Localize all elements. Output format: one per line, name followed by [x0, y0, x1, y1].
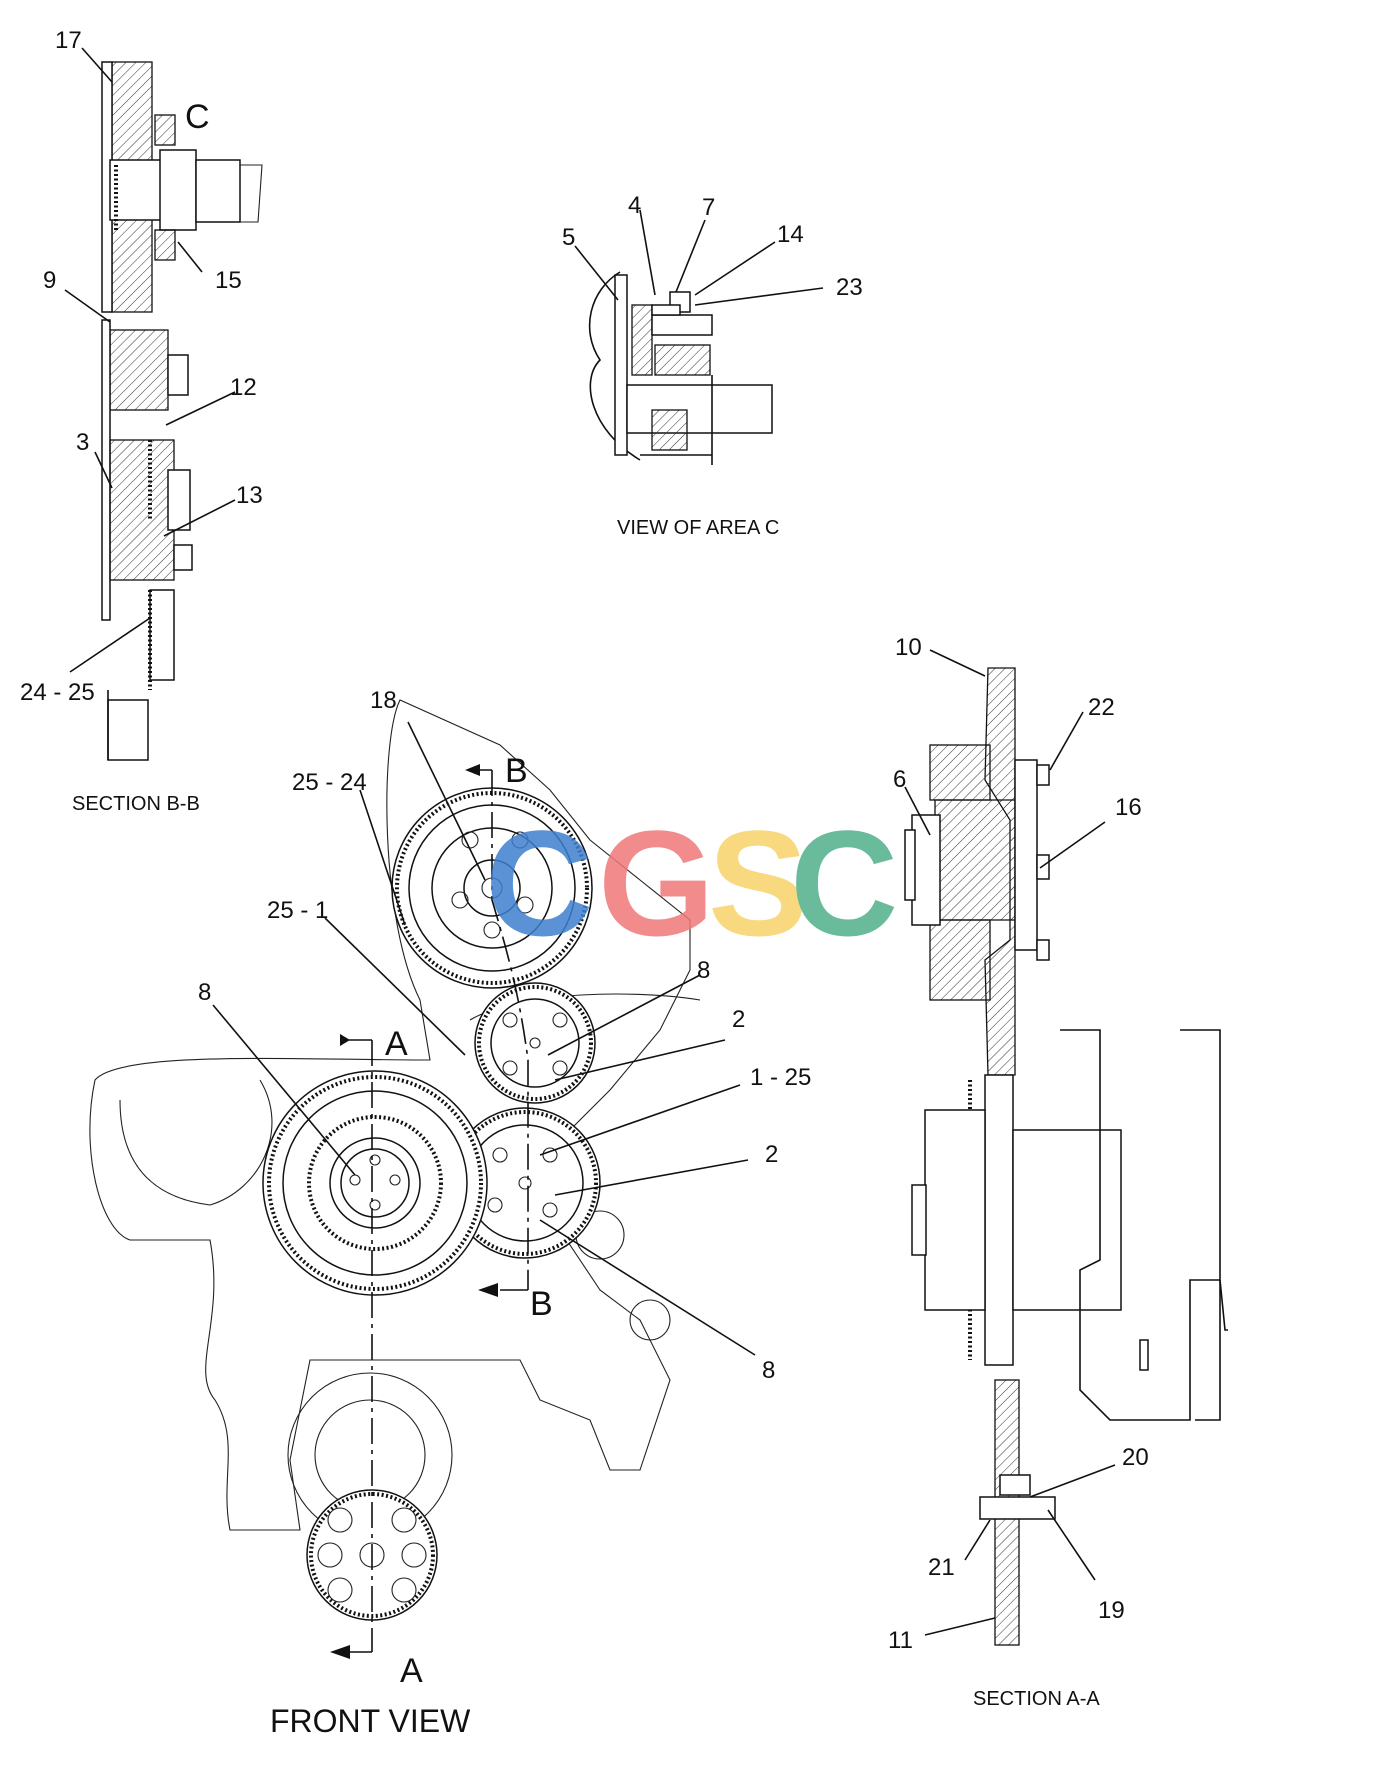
- callout-6: 6: [893, 766, 906, 793]
- watermark-letter-g: G: [598, 799, 715, 967]
- callout-16: 16: [1115, 794, 1142, 821]
- caption-section-bb: SECTION B-B: [72, 793, 200, 815]
- callout-8-left: 8: [198, 979, 211, 1006]
- section-markers: C B B A A: [185, 98, 553, 1690]
- callout-21: 21: [928, 1554, 955, 1581]
- callout-12: 12: [230, 374, 257, 401]
- front-view-drawing: [89, 699, 701, 1653]
- section-b-top-marker: B: [505, 752, 528, 790]
- callout-2-top: 2: [732, 1006, 745, 1033]
- leader-lines: [64, 47, 1116, 1636]
- callout-8-bottom: 8: [762, 1357, 775, 1384]
- caption-front-view: FRONT VIEW: [270, 1703, 471, 1739]
- callout-15: 15: [215, 267, 242, 294]
- callout-5: 5: [562, 224, 575, 251]
- watermark-letter-s: S: [708, 799, 808, 967]
- callout-4: 4: [628, 192, 641, 219]
- watermark-letter-c1: C: [485, 799, 593, 967]
- callout-18: 18: [370, 687, 397, 714]
- callout-7: 7: [702, 194, 715, 221]
- view-area-c-drawing: [588, 271, 773, 465]
- section-bb-drawing: [101, 61, 263, 761]
- caption-section-aa: SECTION A-A: [973, 1688, 1100, 1710]
- callout-9: 9: [43, 267, 56, 294]
- callout-25-1: 25 - 1: [267, 897, 328, 924]
- view-captions: SECTION B-B VIEW OF AREA C SECTION A-A F…: [72, 517, 1100, 1739]
- section-a-top-marker: A: [385, 1025, 408, 1063]
- callout-3: 3: [76, 429, 89, 456]
- callout-17: 17: [55, 27, 82, 54]
- section-b-bottom-marker: B: [530, 1285, 553, 1323]
- callout-22: 22: [1088, 694, 1115, 721]
- section-arrows: [330, 764, 498, 1659]
- callout-2-mid: 2: [765, 1141, 778, 1168]
- callout-10: 10: [895, 634, 922, 661]
- section-a-bottom-marker: A: [400, 1652, 423, 1690]
- section-aa-drawing: [904, 667, 1228, 1646]
- callout-19: 19: [1098, 1597, 1125, 1624]
- watermark-logo: C G S C: [485, 799, 898, 967]
- callout-numbers: 17 15 9 12 3 13 24 - 25 4 7 5 14 23 10 2…: [20, 27, 1149, 1654]
- callout-1-25: 1 - 25: [750, 1064, 811, 1091]
- watermark-letter-c2: C: [790, 799, 898, 967]
- callout-24-25: 24 - 25: [20, 679, 95, 706]
- callout-20: 20: [1122, 1444, 1149, 1471]
- callout-13: 13: [236, 482, 263, 509]
- callout-23: 23: [836, 274, 863, 301]
- callout-25-24: 25 - 24: [292, 769, 367, 796]
- callout-11: 11: [888, 1627, 913, 1654]
- caption-view-area-c: VIEW OF AREA C: [617, 517, 779, 539]
- callout-8-top: 8: [697, 957, 710, 984]
- callout-14: 14: [777, 221, 804, 248]
- area-c-marker: C: [185, 98, 210, 136]
